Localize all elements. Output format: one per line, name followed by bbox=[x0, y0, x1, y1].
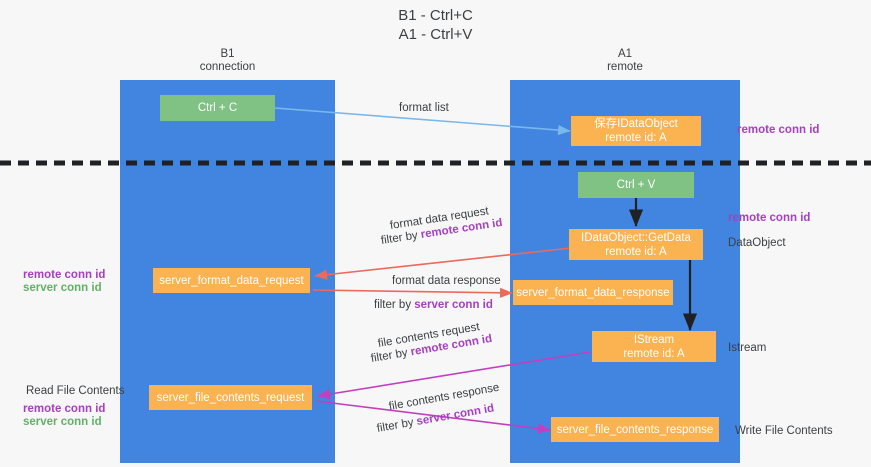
annotation-read-file-contents: Read File Contents bbox=[26, 385, 125, 397]
label-format-data-response: format data response bbox=[392, 275, 501, 287]
annotation-left-remote-conn-id: remote conn id bbox=[23, 269, 106, 281]
arrow-format-data-request bbox=[314, 247, 572, 280]
box-istream[interactable]: IStream remote id: A bbox=[592, 331, 716, 362]
arrow-file-contents-request bbox=[317, 351, 591, 400]
box-server-file-contents-request[interactable]: server_file_contents_request bbox=[149, 385, 312, 410]
annotation-write-file-contents: Write File Contents bbox=[735, 425, 833, 437]
label-filter-by-server-conn-id-2: filter by server conn id bbox=[374, 298, 493, 312]
box-server-file-contents-response[interactable]: server_file_contents_response bbox=[551, 417, 719, 442]
annotation-remote-conn-id-top: remote conn id bbox=[737, 124, 820, 136]
annotation-istream: Istream bbox=[728, 342, 767, 354]
arrow-format-data-response bbox=[312, 287, 513, 298]
box-save-idataobject[interactable]: 保存IDataObject remote id: A bbox=[571, 116, 701, 146]
filter-by-text-2: filter by bbox=[374, 299, 415, 311]
lane-header-b1: B1 connection bbox=[199, 48, 256, 73]
box-ctrl-v[interactable]: Ctrl + V bbox=[578, 172, 694, 198]
conn-id-key-2: server conn id bbox=[414, 299, 493, 311]
box-server-format-data-request[interactable]: server_format_data_request bbox=[153, 268, 310, 293]
annotation-dataobject: DataObject bbox=[728, 237, 786, 249]
box-server-format-data-response[interactable]: server_format_data_response bbox=[513, 280, 673, 305]
annotation-left-server-conn-id-2: server conn id bbox=[23, 416, 102, 428]
arrow-format-list bbox=[274, 107, 571, 136]
lane-header-a1: A1 remote bbox=[607, 48, 643, 73]
annotation-left-server-conn-id: server conn id bbox=[23, 282, 102, 294]
label-format-list: format list bbox=[399, 102, 449, 114]
annotation-remote-conn-id-mid: remote conn id bbox=[728, 212, 811, 224]
annotation-left-remote-conn-id-2: remote conn id bbox=[23, 403, 106, 415]
page-title: B1 - Ctrl+C A1 - Ctrl+V bbox=[398, 7, 473, 43]
box-ctrl-c[interactable]: Ctrl + C bbox=[160, 95, 275, 121]
arrow-file-contents-response bbox=[315, 400, 551, 434]
box-idataobject-getdata[interactable]: IDataObject::GetData remote id: A bbox=[569, 229, 703, 260]
